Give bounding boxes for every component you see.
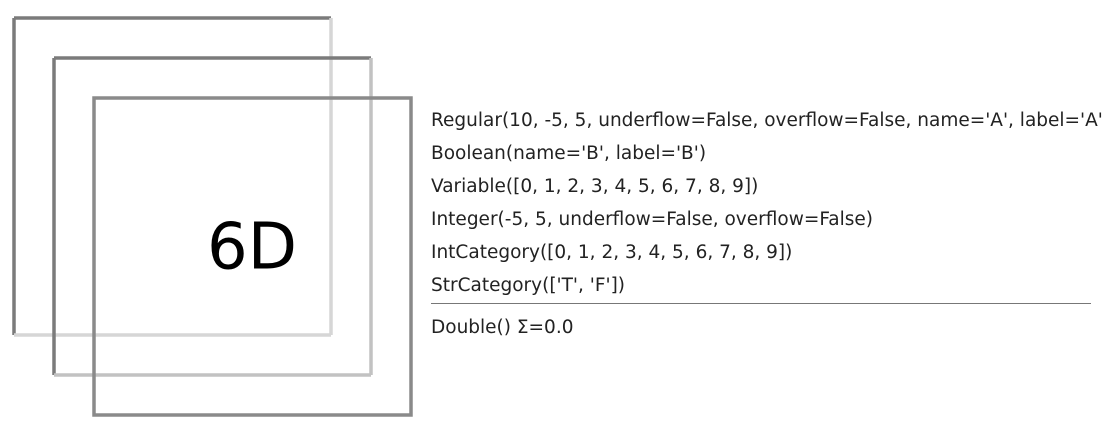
axis-line-variable: Variable([0, 1, 2, 3, 4, 5, 6, 7, 8, 9]) (431, 176, 759, 197)
axis-line-intcategory: IntCategory([0, 1, 2, 3, 4, 5, 6, 7, 8, … (431, 242, 793, 263)
middle-square (52, 56, 373, 377)
dimension-label: 6D (207, 211, 297, 285)
axis-line-strcategory: StrCategory(['T', 'F']) (431, 275, 626, 296)
histogram-dimension-figure: 6D (12, 16, 413, 417)
storage-line: Double() Σ=0.0 (431, 317, 574, 338)
back-square (12, 16, 333, 337)
separator-rule (431, 303, 1091, 304)
axis-line-boolean: Boolean(name='B', label='B') (431, 143, 707, 164)
axis-line-integer: Integer(-5, 5, underflow=False, overflow… (431, 209, 874, 230)
front-square-outline (92, 96, 413, 417)
front-square (92, 96, 413, 417)
axis-line-regular: Regular(10, -5, 5, underflow=False, over… (431, 110, 1104, 131)
axes-description: Regular(10, -5, 5, underflow=False, over… (431, 104, 1104, 344)
